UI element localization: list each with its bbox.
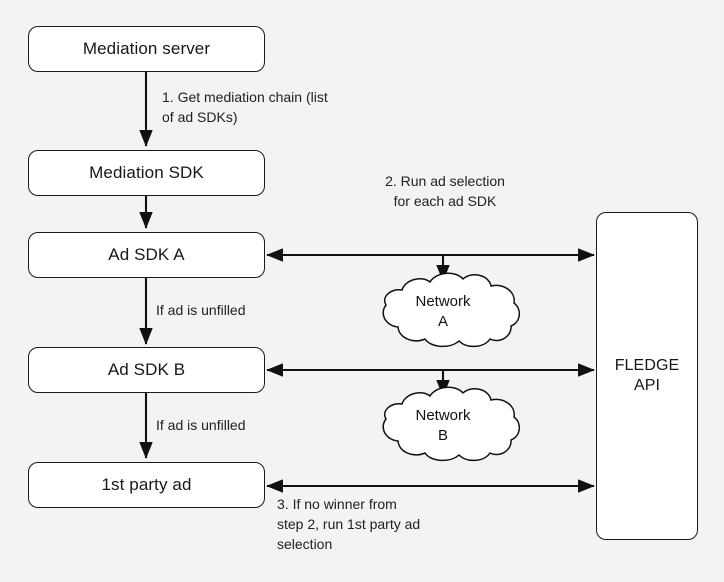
- node-ad-sdk-a-label: Ad SDK A: [108, 244, 185, 264]
- node-first-party-ad[interactable]: 1st party ad: [28, 462, 265, 508]
- edge-label-step-1: 1. Get mediation chain (list of ad SDKs): [162, 89, 328, 125]
- node-mediation-sdk-label: Mediation SDK: [89, 162, 204, 182]
- network-a-cloud: [382, 272, 520, 348]
- edge-label-unfilled-a: If ad is unfilled: [156, 302, 246, 318]
- edge-label-step-3: 3. If no winner from step 2, run 1st par…: [277, 496, 421, 552]
- edge-label-unfilled-b: If ad is unfilled: [156, 417, 246, 433]
- node-fledge-api-label: FLEDGE API: [614, 357, 680, 394]
- node-ad-sdk-b-label: Ad SDK B: [107, 359, 186, 379]
- edge-label-step-2: 2. Run ad selection for each ad SDK: [385, 173, 505, 209]
- node-mediation-server-label: Mediation server: [82, 38, 211, 58]
- node-first-party-ad-label: 1st party ad: [101, 474, 192, 494]
- node-mediation-server[interactable]: Mediation server: [28, 26, 265, 72]
- node-fledge-api[interactable]: FLEDGE API: [596, 212, 698, 540]
- network-b-cloud: [382, 386, 520, 462]
- node-ad-sdk-b[interactable]: Ad SDK B: [28, 347, 265, 393]
- node-mediation-sdk[interactable]: Mediation SDK: [28, 150, 265, 196]
- node-ad-sdk-a[interactable]: Ad SDK A: [28, 232, 265, 278]
